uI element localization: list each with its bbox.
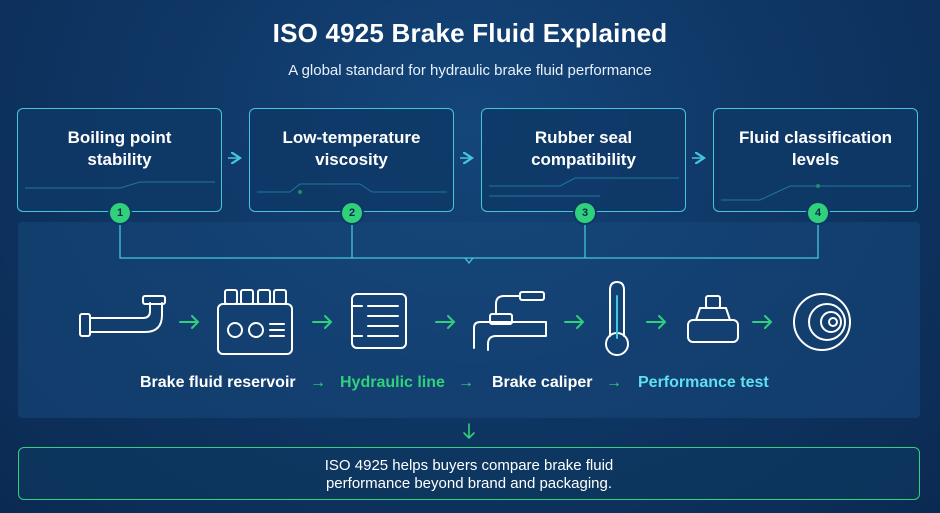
card-label-line: Boiling point [67,128,172,147]
arrow-icon [646,315,667,329]
card-label-line: Low-temperature [282,128,421,147]
reservoir-icon [217,289,293,355]
arrow-icon [752,315,773,329]
page-subtitle: A global standard for hydraulic brake fl… [288,62,652,79]
card-label-line: compatibility [531,150,636,169]
card-rubber-seal: Rubber seal compatibility [481,108,686,212]
flow-step-caliper: Brake caliper [492,374,593,391]
badge-3: 3 [575,203,595,223]
card-label: Boiling point stability [18,127,221,171]
card-label-line: Rubber seal [534,128,633,147]
pipe-icon [79,295,166,337]
circuit-decoration [25,177,911,201]
flow-labels: Brake fluid reservoir → Hydraulic line →… [0,374,940,400]
badge-2: 2 [342,203,362,223]
card-label: Low-temperature viscosity [250,127,453,171]
card-label-line: stability [87,150,152,169]
flow-step-reservoir: Brake fluid reservoir [140,374,296,391]
connector-lines [119,222,819,265]
summary-box: ISO 4925 helps buyers compare brake flui… [18,447,920,500]
flow-step-hydraulic-line: Hydraulic line [340,374,445,391]
card-classification: Fluid classification levels [713,108,918,212]
down-arrow-icon [463,423,475,440]
valve-icon [473,291,547,351]
badge-4: 4 [808,203,828,223]
flow-arrow: → [458,374,474,391]
sensor-icon [687,295,739,343]
arrow-icon [179,315,200,329]
card-label: Rubber seal compatibility [482,127,685,171]
brake-disc-icon [793,293,851,351]
flow-arrow: → [606,374,622,391]
card-label-line: levels [791,150,840,169]
card-label: Fluid classification levels [714,127,917,171]
arrow-icon [312,315,333,329]
summary-line: performance beyond brand and packaging. [325,475,613,492]
flow-step-performance-test: Performance test [638,374,769,391]
flow-arrow: → [310,374,326,391]
icon-arrows [179,315,773,329]
page-title: ISO 4925 Brake Fluid Explained [272,18,668,48]
summary-line: ISO 4925 helps buyers compare brake flui… [324,457,614,474]
filter-icon [351,293,407,349]
thermometer-icon [605,281,629,356]
card-low-temperature: Low-temperature viscosity [249,108,454,212]
badge-1: 1 [110,203,130,223]
arrow-icon [435,315,456,329]
card-label-line: Fluid classification [738,128,893,147]
card-boiling-point: Boiling point stability [17,108,222,212]
arrow-icon [564,315,585,329]
summary-text: ISO 4925 helps buyers compare brake flui… [19,457,919,493]
card-label-line: viscosity [315,150,388,169]
